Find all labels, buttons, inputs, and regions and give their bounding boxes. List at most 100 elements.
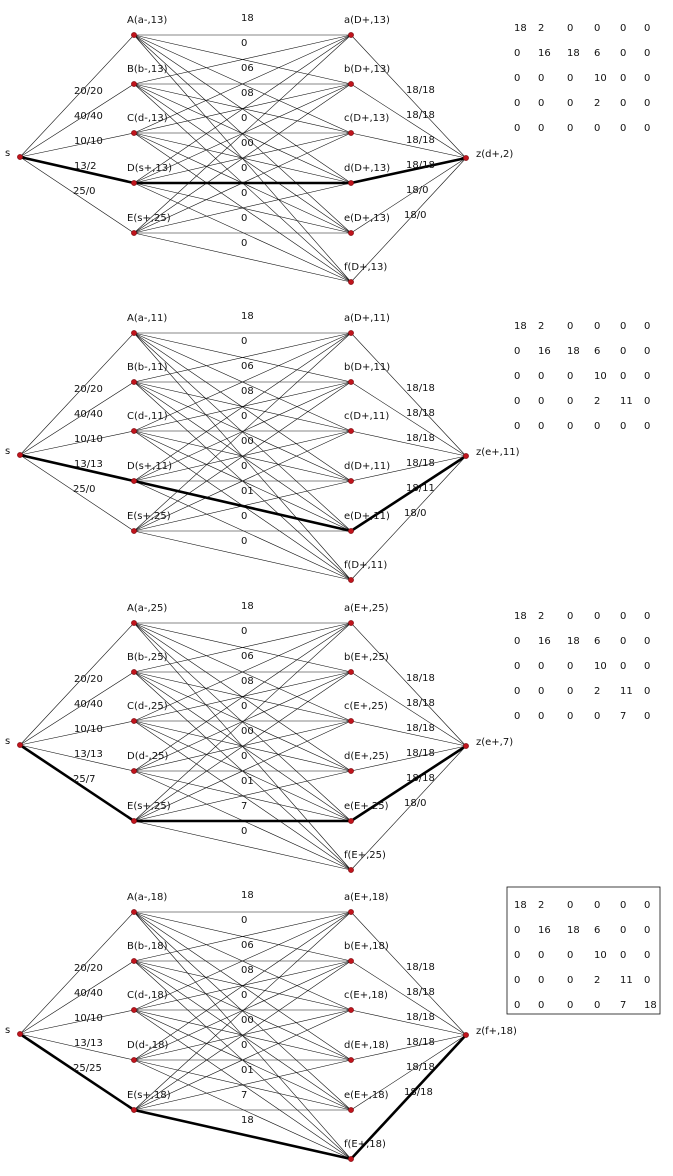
- sink-edge-label-a: 18/18: [406, 383, 435, 394]
- source-edge-label-D: 13/13: [74, 1038, 103, 1049]
- matrix-cell: 0: [538, 661, 544, 672]
- edge-f-z: [350, 455, 467, 581]
- edge-s-E: [19, 156, 135, 234]
- sink-edge-label-f: 18/0: [404, 210, 426, 221]
- middle-edge-label-6: 00: [241, 436, 254, 447]
- middle-edge-label-7: 0: [241, 751, 247, 762]
- sink-edge-label-f: 18/18: [404, 1087, 433, 1098]
- source-edge-label-D: 13/13: [74, 459, 103, 470]
- matrix-cell: 0: [538, 975, 544, 986]
- node-E: [131, 818, 137, 824]
- node-f: [348, 279, 354, 285]
- edge-s-A: [19, 622, 135, 746]
- edge-s-D: [19, 1033, 135, 1061]
- matrix-cell: 0: [594, 421, 600, 432]
- source-edge-label-C: 10/10: [74, 434, 103, 445]
- matrix-cell: 18: [514, 900, 527, 911]
- matrix-cell: 0: [620, 123, 626, 134]
- middle-edge-label-2: 0: [241, 336, 247, 347]
- matrix-cell: 0: [514, 48, 520, 59]
- node-E: [131, 230, 137, 236]
- node-B: [131, 379, 137, 385]
- edge-s-E: [19, 454, 135, 532]
- source-edge-label-B: 40/40: [74, 111, 103, 122]
- node-c: [348, 428, 354, 434]
- sink-edge-label-d: 18/18: [406, 160, 435, 171]
- edge-E-d: [133, 480, 352, 532]
- matrix-cell: 16: [538, 636, 551, 647]
- matrix-cell: 0: [514, 925, 520, 936]
- matrix-cell: 0: [644, 98, 650, 109]
- matrix-cell: 0: [644, 686, 650, 697]
- network-panel-4: sA(a-,18)B(b-,18)C(d-,18)D(d-,18)E(s+,18…: [5, 886, 661, 1162]
- matrix-cell: 0: [514, 661, 520, 672]
- edge-E-c: [133, 720, 352, 822]
- edge-s-A: [19, 332, 135, 456]
- edge-a-z: [350, 332, 467, 457]
- middle-edge-label-5: 0: [241, 701, 247, 712]
- middle-edge-label-4: 08: [241, 386, 254, 397]
- node-d: [348, 768, 354, 774]
- source-edge-label-A: 20/20: [74, 674, 103, 685]
- edge-D-f: [133, 1059, 352, 1160]
- middle-edge-label-3: 06: [241, 940, 254, 951]
- matrix-cell: 2: [594, 98, 600, 109]
- node-b: [348, 379, 354, 385]
- edge-s-D: [19, 744, 135, 772]
- right-node-label-d: d(D+,11): [344, 461, 390, 472]
- left-node-label-A: A(a-,25): [127, 603, 167, 614]
- middle-edge-label-8: 01: [241, 776, 254, 787]
- node-c: [348, 130, 354, 136]
- edge-s-C: [19, 1009, 135, 1035]
- edge-D-a: [133, 34, 352, 184]
- sink-edge-label-b: 18/18: [406, 987, 435, 998]
- node-z: [463, 1032, 469, 1038]
- edge-s-A: [19, 34, 135, 158]
- matrix-cell: 0: [644, 421, 650, 432]
- source-label: s: [5, 148, 10, 159]
- right-node-label-f: f(D+,13): [344, 262, 387, 273]
- middle-edge-label-4: 08: [241, 88, 254, 99]
- matrix-cell: 18: [514, 611, 527, 622]
- edge-s-B: [19, 671, 135, 746]
- matrix-cell: 0: [594, 1000, 600, 1011]
- left-node-label-C: C(d-,18): [127, 990, 168, 1001]
- middle-edge-label-4: 08: [241, 965, 254, 976]
- sink-label: z(d+,2): [476, 149, 513, 160]
- right-node-label-c: c(D+,11): [344, 411, 389, 422]
- right-node-label-a: a(D+,13): [344, 15, 390, 26]
- matrix-cell: 0: [644, 48, 650, 59]
- matrix-cell: 0: [620, 950, 626, 961]
- edge-D-c: [133, 430, 352, 482]
- sink-edge-label-a: 18/18: [406, 85, 435, 96]
- edge-E-c: [133, 1009, 352, 1111]
- edge-s-E: [19, 743, 135, 823]
- middle-edge-label-2: 0: [241, 38, 247, 49]
- middle-edge-label-7: 0: [241, 461, 247, 472]
- right-node-label-b: b(D+,11): [344, 362, 390, 373]
- matrix-cell: 0: [620, 23, 626, 34]
- node-D: [131, 1057, 137, 1063]
- matrix-cell: 0: [620, 48, 626, 59]
- node-A: [131, 620, 137, 626]
- middle-edge-label-2: 0: [241, 626, 247, 637]
- right-node-label-a: a(E+,18): [344, 892, 389, 903]
- matrix-cell: 0: [594, 711, 600, 722]
- sink-edge-label-c: 18/18: [406, 723, 435, 734]
- node-C: [131, 1007, 137, 1013]
- edge-f-z: [350, 745, 467, 871]
- edge-D-c: [133, 720, 352, 772]
- sink-edge-label-b: 18/18: [406, 698, 435, 709]
- node-s: [17, 452, 23, 458]
- right-node-label-d: d(E+,25): [344, 751, 389, 762]
- sink-label: z(f+,18): [476, 1026, 517, 1037]
- middle-edge-label-6: 00: [241, 138, 254, 149]
- matrix-cell: 0: [620, 661, 626, 672]
- edge-D-c: [133, 132, 352, 184]
- middle-edge-label-7: 0: [241, 163, 247, 174]
- edge-E-c: [133, 132, 352, 234]
- matrix-cell: 2: [594, 396, 600, 407]
- matrix-cell: 0: [620, 636, 626, 647]
- edge-s-D: [19, 155, 135, 185]
- middle-edge-label-3: 06: [241, 361, 254, 372]
